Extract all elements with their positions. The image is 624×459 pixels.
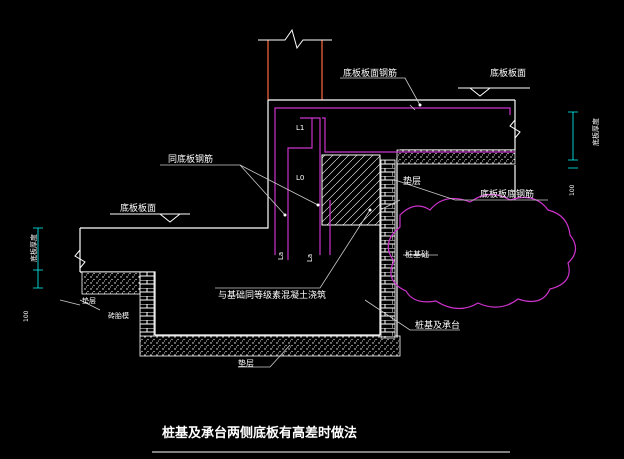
label-dim-left-small: 100 [23, 310, 30, 322]
label-bottom-plate-surface-right: 底板板面 [490, 67, 526, 79]
drawing-title: 桩基及承台两侧底板有高差时做法 [162, 425, 357, 441]
rebar-lines [274, 107, 515, 260]
dimension-lines [33, 111, 578, 289]
label-la-4: La [306, 254, 314, 262]
brick-wall-left [139, 271, 155, 337]
label-cushion-bottom: 垫层 [238, 358, 254, 368]
cushion-layer-right [396, 149, 516, 165]
leader-ticks [283, 103, 422, 217]
label-brick-mold: 砖胎模 [108, 311, 129, 320]
pile-foundation-cloud [387, 193, 577, 310]
label-cushion-left: 垫层 [82, 296, 96, 305]
label-dim-right-small: 100 [569, 184, 576, 196]
leader-lines [59, 77, 548, 368]
label-dim-right: 底板厚度 [591, 118, 600, 146]
label-cushion-right: 垫层 [403, 175, 421, 187]
label-bottom-plate-surface-left: 底板板面 [120, 202, 156, 214]
label-la-3: La [277, 252, 285, 260]
label-bottom-plate-bottom-rebar: 底板板底钢筋 [480, 188, 534, 200]
labels: 底板板面钢筋 底板板面 同底板钢筋 底板板面 垫层 底板板底钢筋 与基础同等级素… [23, 67, 600, 368]
elevation-markers [110, 87, 530, 223]
concrete-fill-block [321, 154, 381, 226]
label-pile-cap: 桩基及承台 [415, 319, 460, 331]
column [258, 28, 332, 100]
label-same-as-bottom-rebar: 同底板钢筋 [168, 153, 213, 165]
label-pile-foundation: 桩基础 [405, 249, 429, 259]
label-la-2: L0 [296, 174, 304, 182]
label-dim-left: 底板厚度 [29, 234, 38, 262]
cushion-layer-left [81, 271, 141, 295]
label-same-grade-concrete: 与基础同等级素混凝土浇筑 [218, 289, 326, 301]
break-marks [74, 119, 521, 269]
label-bottom-plate-top-rebar: 底板板面钢筋 [343, 67, 397, 79]
label-la-1: L1 [296, 124, 304, 132]
cushion-layer-bottom [139, 335, 401, 357]
